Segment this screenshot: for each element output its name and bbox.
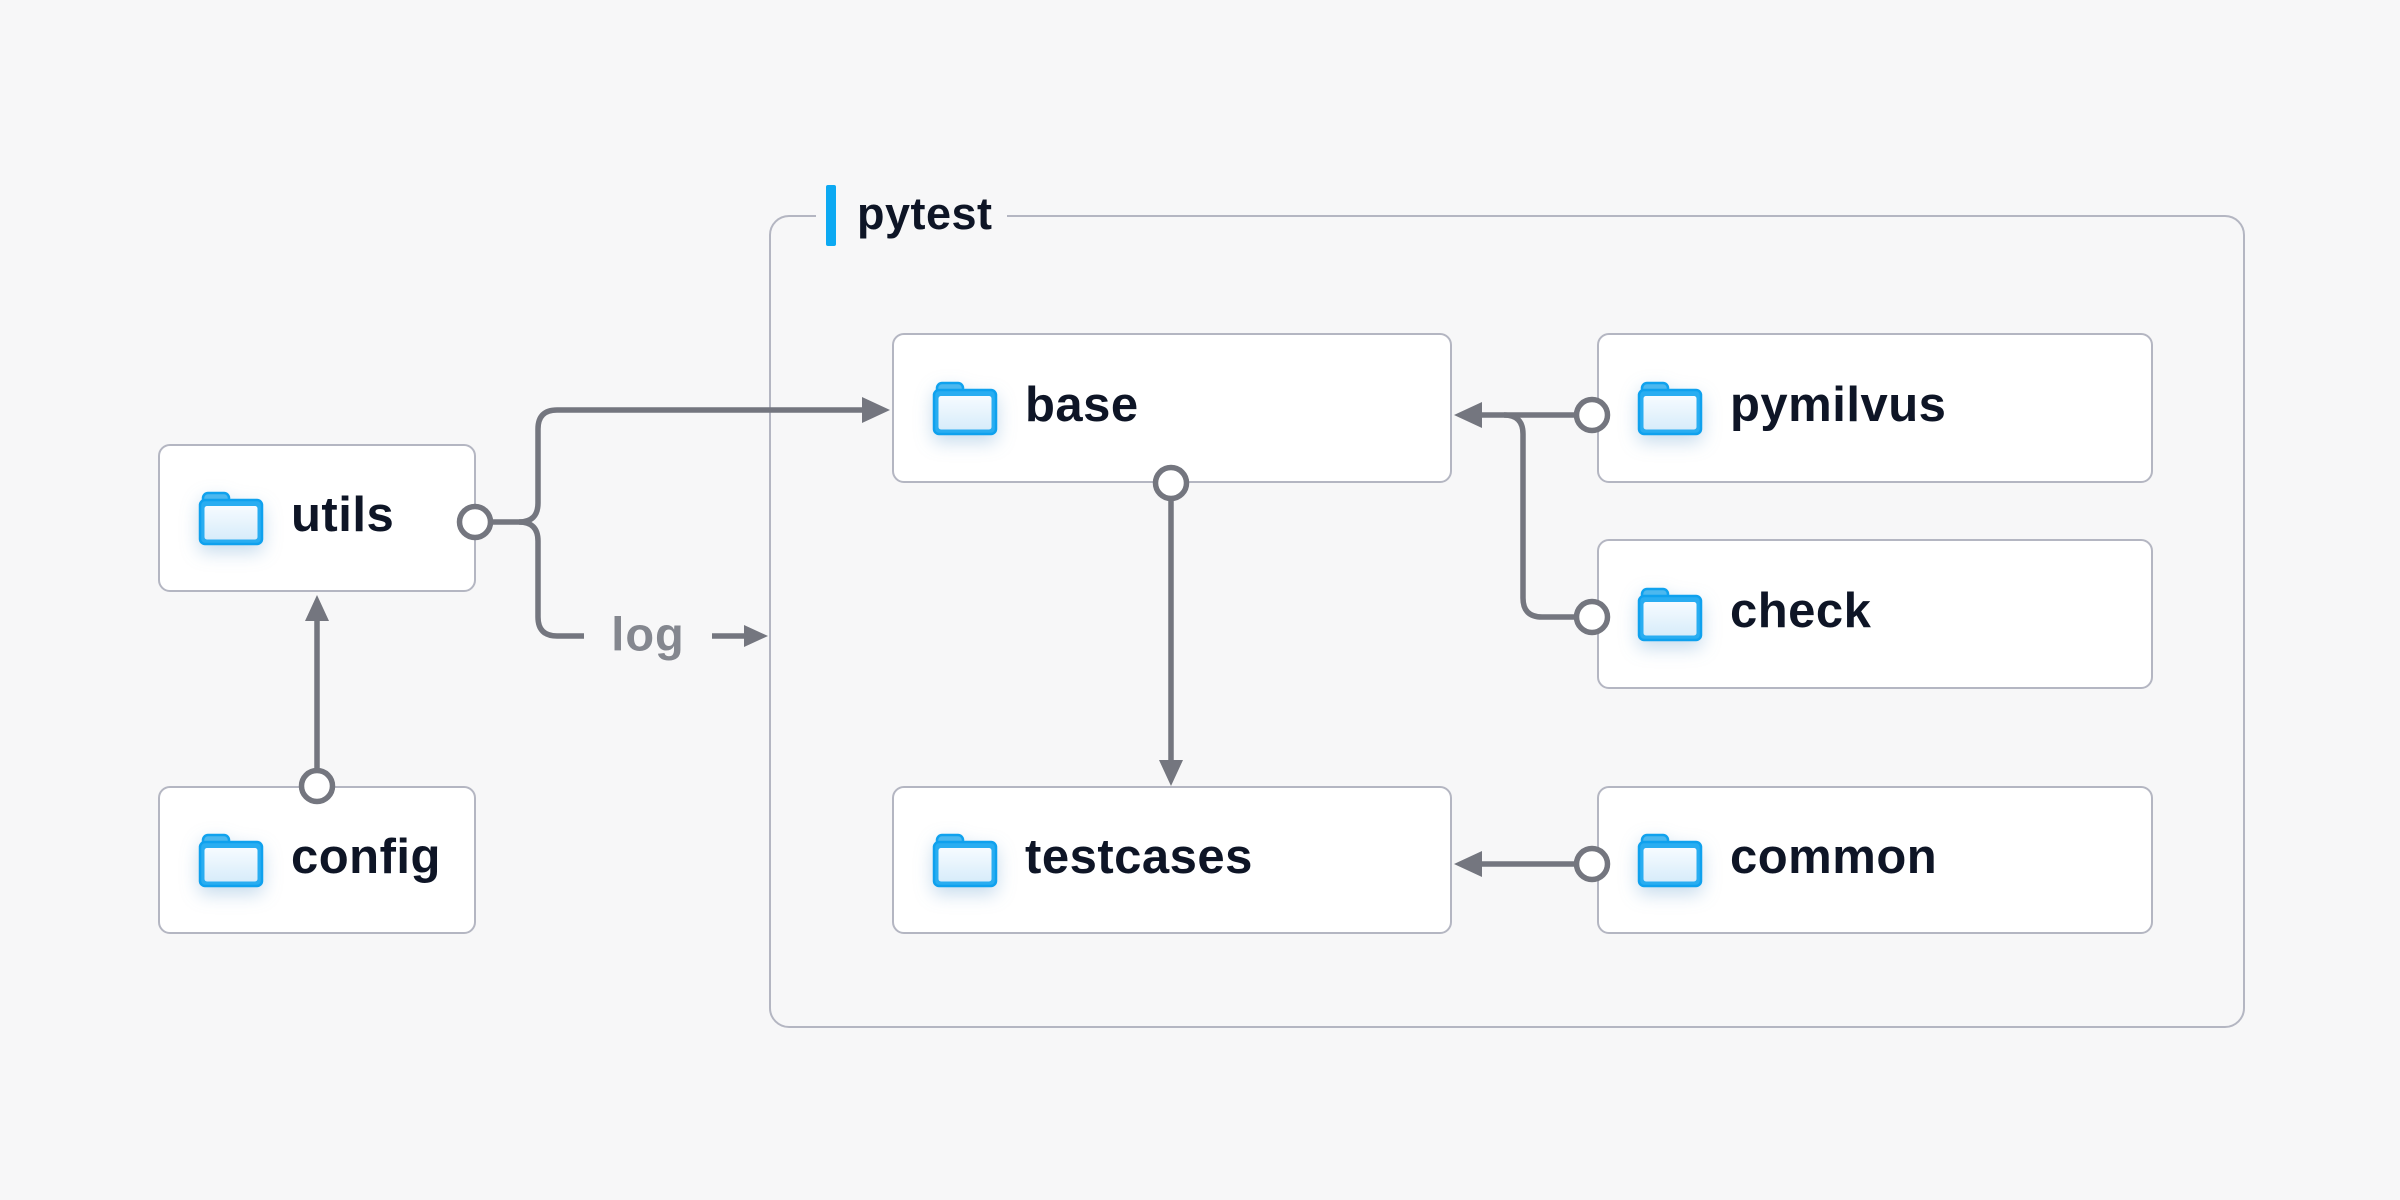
node-config-label: config xyxy=(291,829,441,884)
arrowhead-right-icon xyxy=(744,625,768,647)
node-testcases-label: testcases xyxy=(1025,829,1253,884)
pytest-group-label: pytest xyxy=(816,183,1007,247)
edge-config-utils xyxy=(298,595,336,805)
arrowhead-up-icon xyxy=(305,595,329,621)
node-base: base xyxy=(892,333,1452,483)
node-utils: utils xyxy=(158,444,476,592)
edge-label-log: log xyxy=(611,607,685,661)
pytest-group-container xyxy=(769,215,2245,1028)
node-common: common xyxy=(1597,786,2153,934)
pytest-group-label-text: pytest xyxy=(857,187,993,239)
folder-icon xyxy=(932,381,998,436)
node-pymilvus-label: pymilvus xyxy=(1730,377,1947,432)
node-config: config xyxy=(158,786,476,934)
accent-bar-icon xyxy=(826,184,836,246)
folder-icon xyxy=(932,833,998,888)
node-check: check xyxy=(1597,539,2153,689)
node-pymilvus: pymilvus xyxy=(1597,333,2153,483)
folder-icon xyxy=(1637,833,1703,888)
node-check-label: check xyxy=(1730,583,1872,638)
node-utils-label: utils xyxy=(291,487,395,542)
folder-icon xyxy=(1637,381,1703,436)
folder-icon xyxy=(198,491,264,546)
folder-icon xyxy=(198,833,264,888)
folder-icon xyxy=(1637,587,1703,642)
node-base-label: base xyxy=(1025,377,1139,432)
node-common-label: common xyxy=(1730,829,1938,884)
node-testcases: testcases xyxy=(892,786,1452,934)
